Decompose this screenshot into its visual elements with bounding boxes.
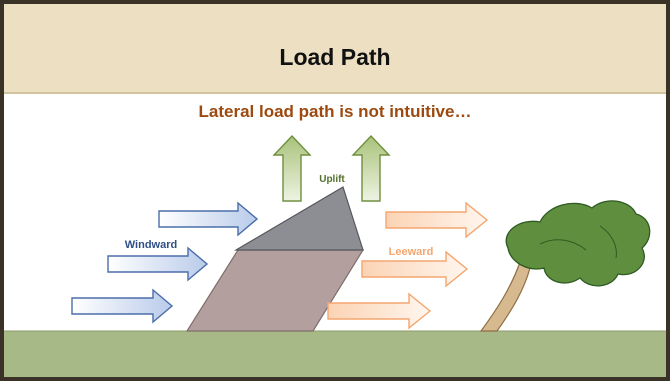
leeward-arrow-icon (327, 292, 432, 330)
windward-arrow-icon (158, 201, 259, 237)
slide-title: Load Path (279, 44, 391, 70)
title-band: Load Path (4, 4, 666, 94)
leeward-label: Leeward (389, 246, 434, 258)
uplift-label: Uplift (319, 174, 345, 185)
windward-arrow-icon (71, 288, 174, 324)
windward-arrow-icon (107, 246, 209, 282)
slide-subtitle: Lateral load path is not intuitive… (198, 102, 472, 121)
windward-label: Windward (125, 239, 177, 251)
uplift-arrow-icon (272, 134, 312, 202)
uplift-arrow-icon (351, 134, 391, 202)
house-roof (233, 186, 364, 251)
tree-icon (479, 200, 651, 332)
ground (4, 331, 666, 377)
leeward-arrow-icon (385, 201, 489, 239)
leeward-arrow-icon (361, 250, 469, 288)
